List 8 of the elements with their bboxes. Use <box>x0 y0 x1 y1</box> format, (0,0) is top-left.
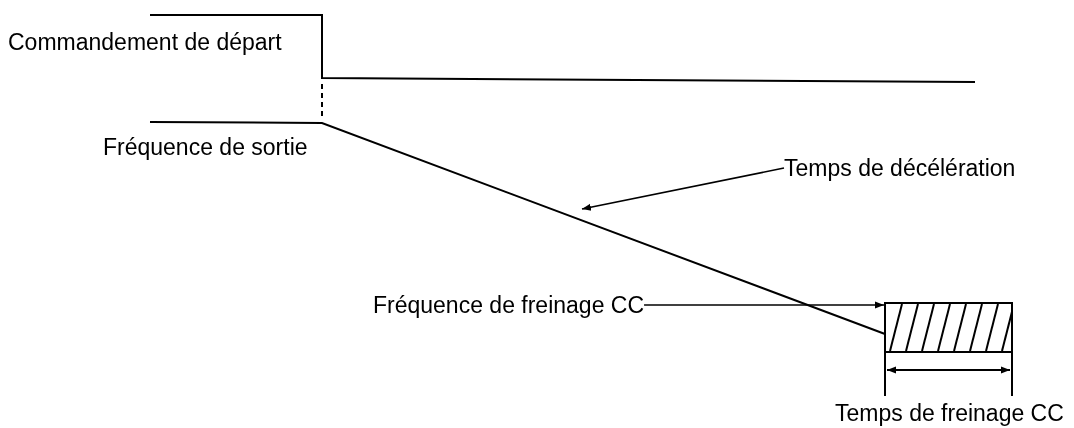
callout-label: Temps de décélération <box>784 155 1016 181</box>
leader-arrow <box>643 301 885 309</box>
hatched-bar <box>884 302 1013 353</box>
leader-arrow <box>581 167 785 211</box>
signal-label: Temps de freinage CC <box>835 400 1064 426</box>
signal-label: Fréquence de sortie <box>103 134 308 160</box>
callout-label: Fréquence de freinage CC <box>373 292 645 318</box>
signal-label: Commandement de départ <box>8 29 282 55</box>
